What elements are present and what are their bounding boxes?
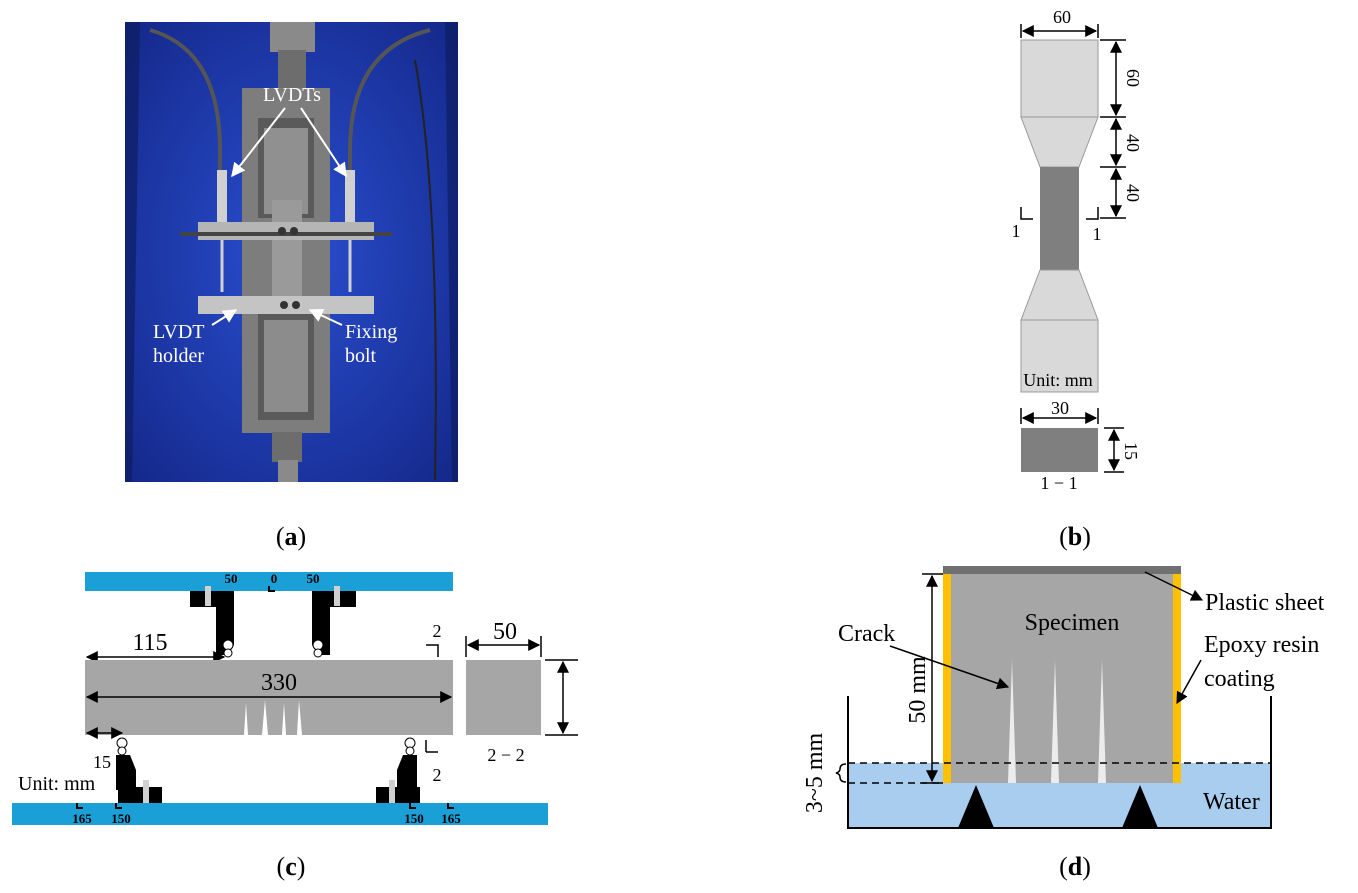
dim-height: 50 mm — [905, 656, 931, 724]
section-1-1 — [1021, 428, 1098, 472]
crack-3 — [1098, 660, 1106, 783]
container — [847, 696, 1272, 829]
top-scale-center: 0 — [271, 571, 278, 586]
dim-section-height: 15 — [1121, 442, 1141, 460]
plastic-sheet — [943, 566, 1181, 574]
panel-c-bending: 50 0 50 115 330 2 — [12, 571, 578, 826]
dim-top-width: 60 — [1053, 7, 1071, 27]
crack-1 — [1008, 660, 1016, 783]
bottom-taper — [1020, 269, 1099, 321]
unit-label-c: Unit: mm — [18, 773, 96, 795]
lvdt-right — [345, 170, 355, 225]
dim-15: 15 — [93, 752, 111, 772]
lvdts-label: LVDTs — [263, 84, 321, 106]
bottom-support-left — [116, 737, 162, 804]
lvdt-holder-label-2: holder — [153, 345, 204, 367]
bottom-support-plate — [12, 803, 548, 825]
specimen-photo — [272, 200, 302, 310]
dim-taper-length: 40 — [1123, 134, 1143, 152]
section-mark-right: 1 — [1093, 224, 1102, 244]
top-grip — [1020, 39, 1099, 118]
epoxy-coating-right — [1173, 574, 1181, 783]
section-label-1-1: 1 − 1 — [1040, 473, 1077, 493]
support-left — [958, 785, 994, 828]
caption-a: (a) — [276, 522, 306, 551]
panel-b-dogbone: Unit: mm 60 60 40 40 1 1 30 15 1 − 1 — [1012, 7, 1144, 493]
dim-depth: 3~5 mm — [802, 733, 828, 814]
section-mark-top: 2 — [433, 621, 442, 641]
top-loading-plate — [85, 572, 453, 591]
bottom-scale-165-right: 165 — [441, 811, 461, 826]
dim-330: 330 — [261, 670, 297, 696]
epoxy-coating-left — [943, 574, 951, 783]
dim-section-width: 30 — [1051, 398, 1069, 418]
fixing-bolt-label-2: bolt — [345, 345, 377, 367]
top-load-head-right — [312, 586, 356, 658]
dim-gauge-length: 40 — [1123, 184, 1143, 202]
bottom-scale-150-left: 150 — [111, 811, 131, 826]
top-load-head-left — [190, 586, 234, 658]
bottom-scale-150-right: 150 — [404, 811, 424, 826]
specimen-block — [943, 568, 1181, 783]
lvdt-holder-label-1: LVDT — [153, 321, 204, 343]
epoxy-label-1: Epoxy resin — [1204, 632, 1319, 658]
bottom-scale-165-left: 165 — [72, 811, 92, 826]
panel-a-photo: LVDTs LVDT holder Fixing bolt — [125, 22, 458, 482]
caption-d-letter: d — [1068, 852, 1083, 881]
section-mark-bottom: 2 — [433, 765, 442, 785]
caption-c: (c) — [277, 852, 306, 881]
support-right — [1122, 785, 1158, 828]
bottom-support-right — [376, 737, 420, 804]
water-label: Water — [1203, 789, 1260, 815]
caption-d: (d) — [1059, 852, 1091, 881]
specimen-label: Specimen — [1025, 610, 1120, 636]
caption-b-letter: b — [1068, 522, 1082, 551]
top-scale-right: 50 — [307, 571, 320, 586]
bottom-grip — [1020, 319, 1099, 393]
section-mark-left: 1 — [1012, 221, 1021, 241]
lvdt-left — [217, 170, 227, 225]
panel-d-water: 50 mm 3~5 mm Specimen Crack Plastic shee… — [802, 566, 1325, 829]
unit-label-b: Unit: mm — [1023, 370, 1093, 390]
epoxy-label-2: coating — [1204, 666, 1275, 692]
gauge-section — [1040, 167, 1079, 270]
caption-c-letter: c — [285, 852, 297, 881]
caption-b: (b) — [1059, 522, 1091, 551]
crack-2 — [1051, 660, 1059, 783]
section-2-2 — [466, 660, 541, 735]
fixing-bolt-label-1: Fixing — [345, 321, 397, 343]
section-label-2-2: 2 − 2 — [487, 745, 524, 765]
caption-a-letter: a — [285, 522, 298, 551]
dim-115: 115 — [132, 630, 167, 656]
top-taper — [1020, 116, 1099, 168]
plastic-sheet-label: Plastic sheet — [1205, 590, 1325, 616]
dim-grip-length: 60 — [1123, 69, 1143, 87]
crack-label: Crack — [838, 621, 895, 647]
top-scale-left: 50 — [225, 571, 238, 586]
dim-section-width-50: 50 — [493, 619, 517, 645]
